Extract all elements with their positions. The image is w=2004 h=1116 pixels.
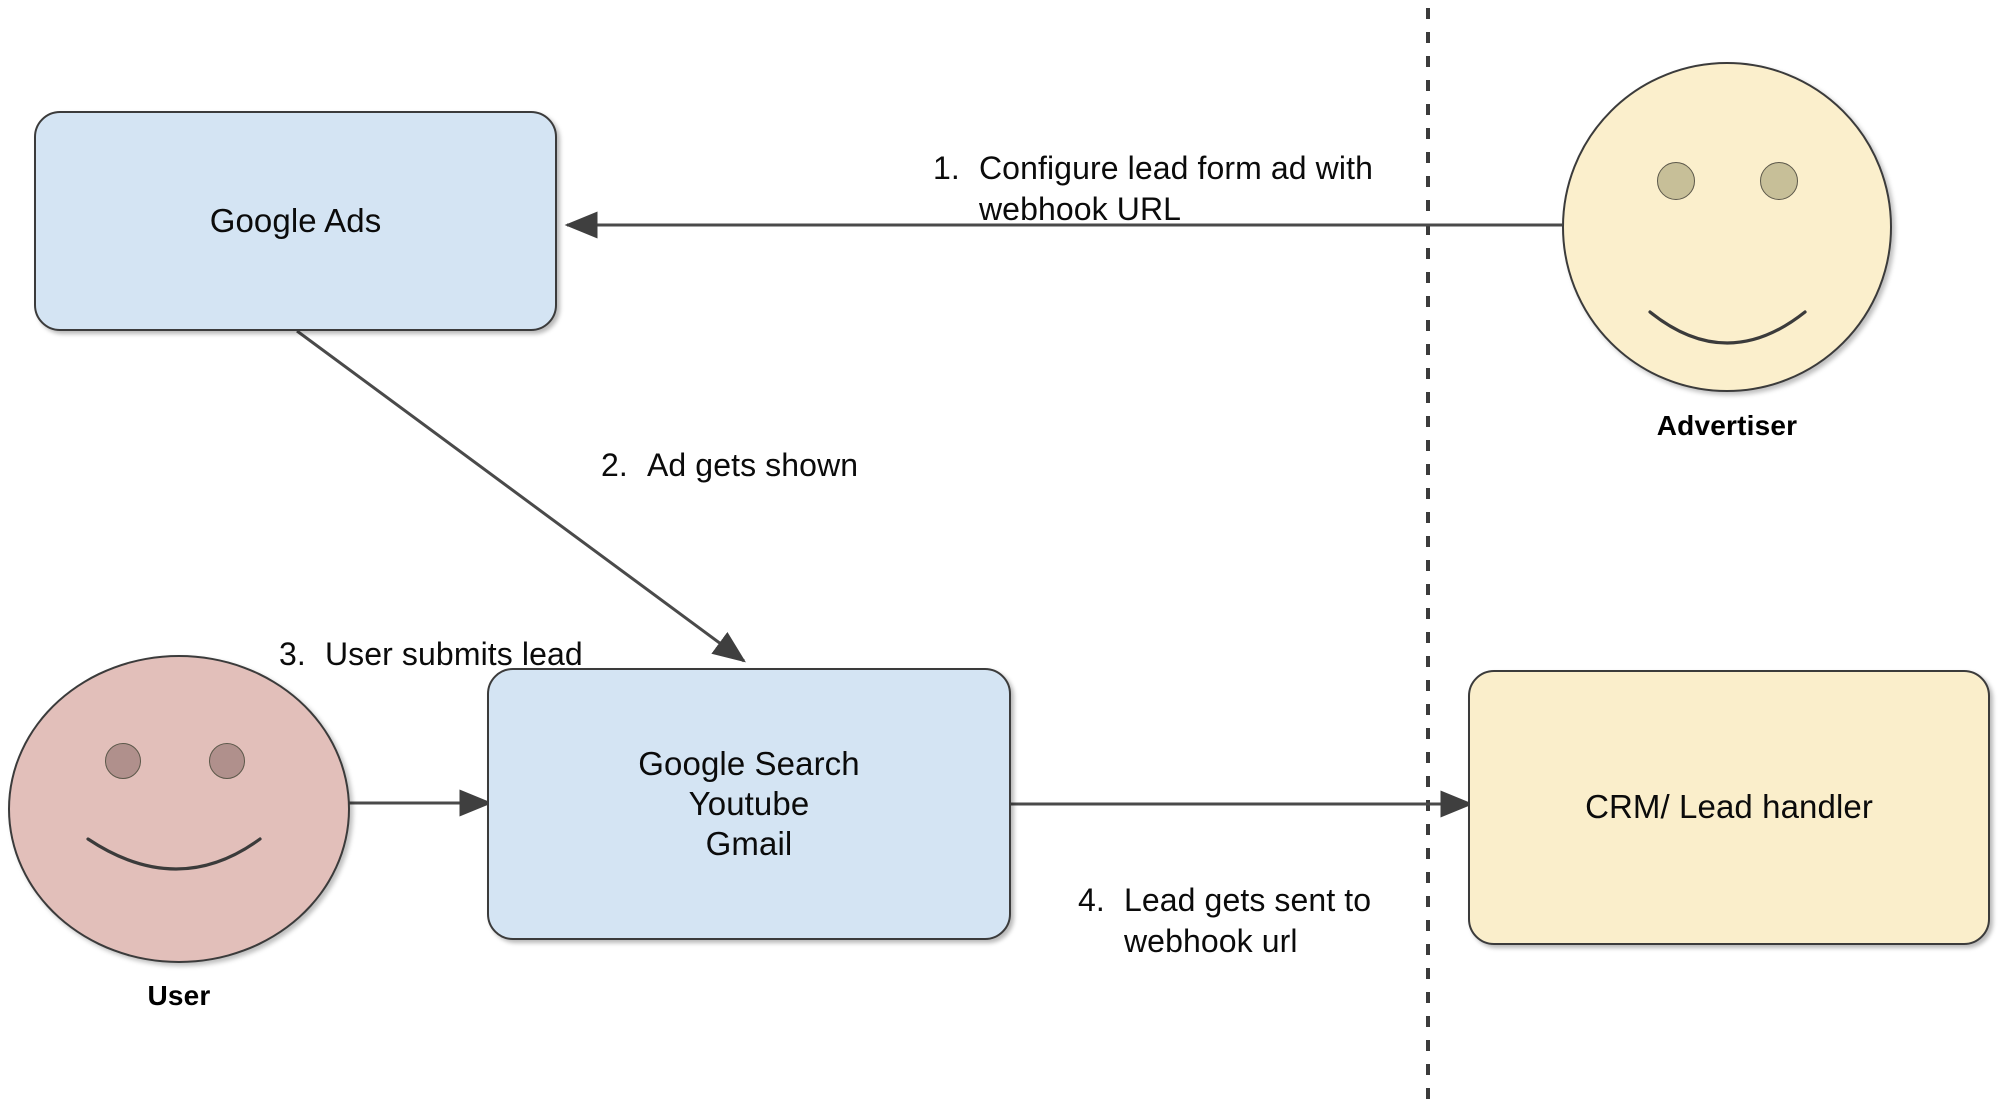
edge-label-step-1-number: 1. — [932, 150, 960, 187]
node-google-ads-label: Google Ads — [209, 201, 382, 239]
node-crm[interactable]: CRM/ Lead handler — [1468, 670, 1990, 945]
edge-label-step-4: 4. Lead gets sent to webhook url — [1042, 840, 1371, 1001]
edge-label-step-3: 3. User submits lead — [243, 594, 583, 715]
edge-label-step-3-text: User submits lead — [324, 636, 583, 673]
actor-user-label: User — [147, 980, 211, 1011]
actor-advertiser-label: Advertiser — [1656, 410, 1798, 441]
edge-label-step-2-number: 2. — [600, 447, 628, 484]
user-face-icon — [8, 655, 350, 963]
advertiser-right-eye-icon — [1760, 162, 1798, 200]
edge-label-step-4-number: 4. — [1077, 882, 1105, 919]
edge-label-step-2: 2. Ad gets shown — [565, 405, 858, 526]
advertiser-smile-icon — [1648, 310, 1807, 345]
advertiser-face-icon — [1562, 62, 1892, 392]
node-crm-label: CRM/ Lead handler — [1585, 788, 1873, 826]
node-google-ads[interactable]: Google Ads — [34, 111, 557, 331]
edge-label-step-2-text: Ad gets shown — [646, 447, 859, 484]
node-google-surfaces[interactable]: Google Search Youtube Gmail — [487, 668, 1011, 940]
actor-user[interactable]: User — [8, 655, 350, 1055]
actor-advertiser[interactable]: Advertiser — [1562, 62, 1892, 452]
user-right-eye-icon — [209, 743, 245, 779]
user-smile-icon — [86, 837, 262, 871]
edge-label-step-1-text: Configure lead form ad with webhook URL — [978, 150, 1373, 227]
edge-label-step-4-text: Lead gets sent to webhook url — [1123, 882, 1372, 959]
advertiser-left-eye-icon — [1657, 162, 1695, 200]
edge-label-step-1: 1. Configure lead form ad with webhook UR… — [897, 108, 1373, 269]
user-left-eye-icon — [105, 743, 141, 779]
node-google-surfaces-label: Google Search Youtube Gmail — [638, 744, 860, 863]
edge-label-step-3-number: 3. — [278, 636, 306, 673]
